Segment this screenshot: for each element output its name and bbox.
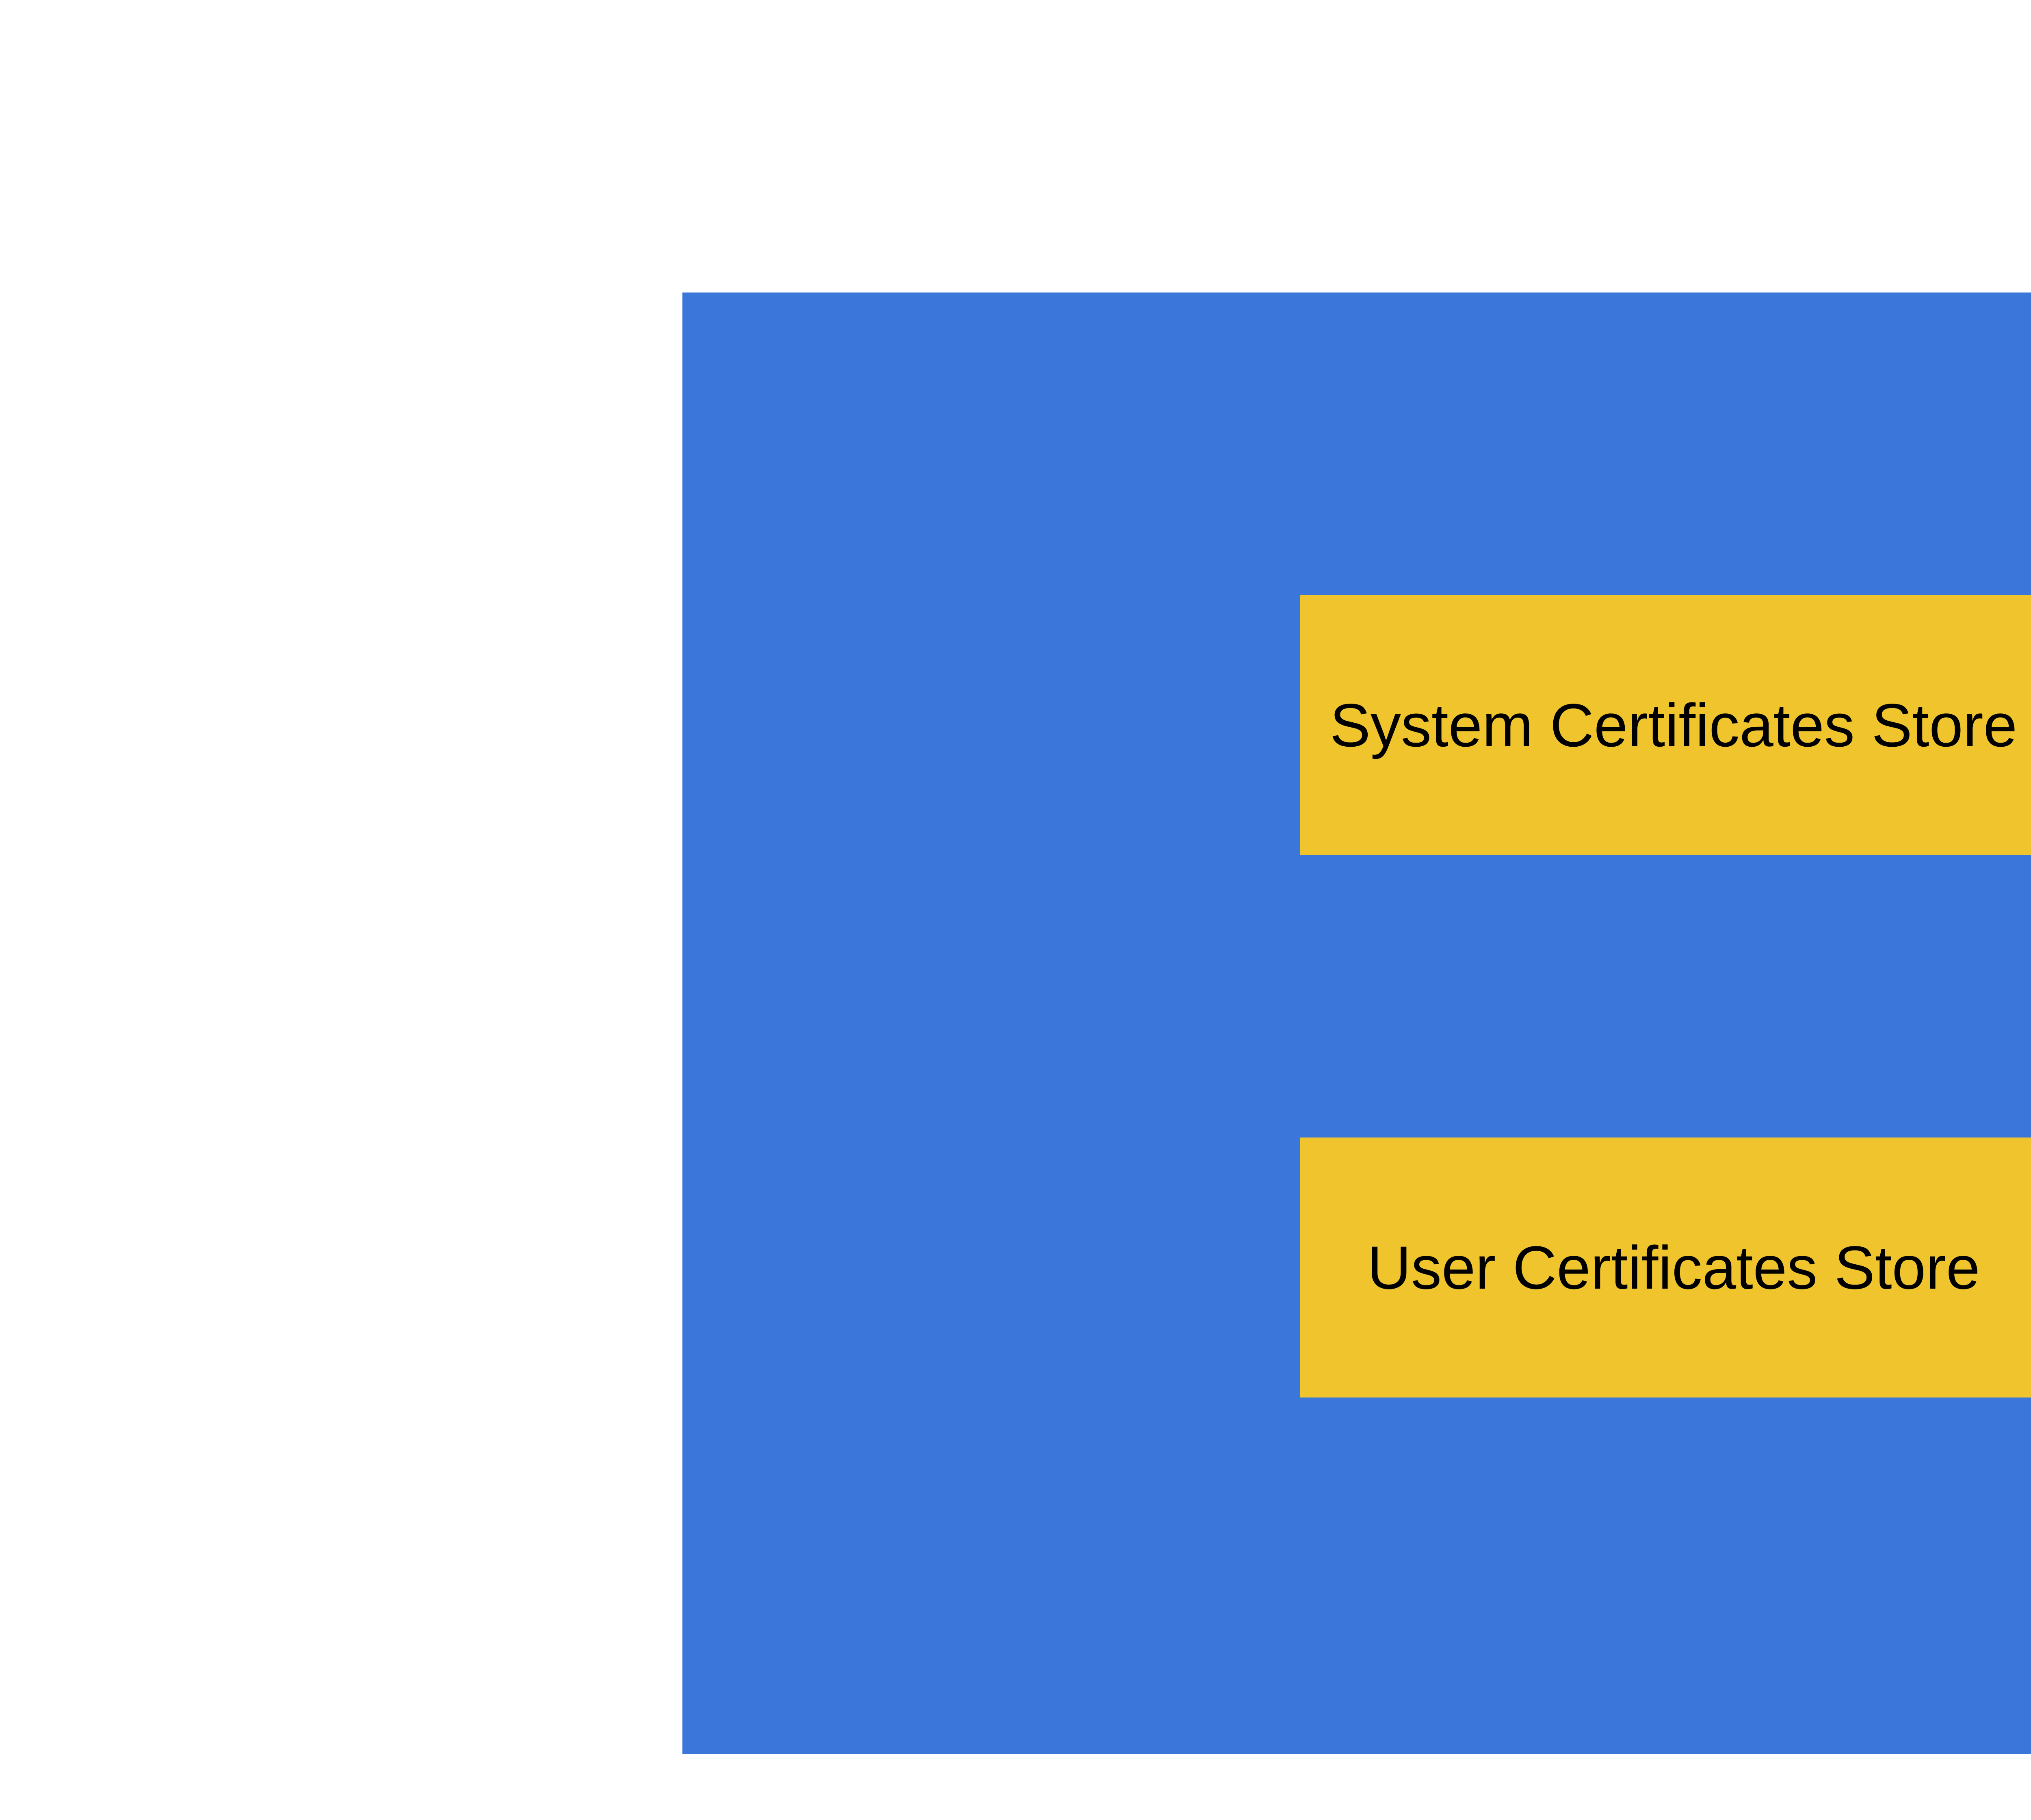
system-certificates-store-box[interactable]: System Certificates Store [1300, 595, 2031, 855]
user-certificates-store-label: User Certificates Store [1367, 1233, 1980, 1302]
windows-client-container: Windows client [682, 292, 2031, 1754]
user-certificates-store-box[interactable]: User Certificates Store [1300, 1138, 2031, 1398]
system-certificates-store-label: System Certificates Store [1329, 691, 2018, 759]
